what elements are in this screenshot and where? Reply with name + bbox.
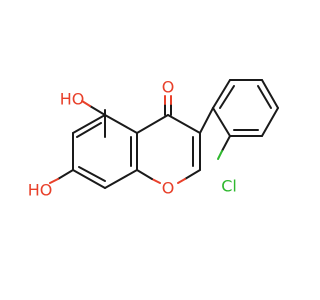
bond-o1-c8a-red bbox=[151, 178, 161, 184]
atom-label-ho-bottom: HO bbox=[28, 181, 53, 200]
carbonyl bbox=[164, 95, 172, 116]
bond-c6p-c1p bbox=[212, 79, 231, 109]
bond-c3p-c4p bbox=[261, 107, 279, 137]
bond-c2-o1 bbox=[184, 169, 201, 180]
bond-c5-c6 bbox=[72, 114, 106, 134]
bond-c6p-c1p-double bbox=[219, 85, 235, 109]
atom-label-carbonyl-o: O bbox=[162, 78, 175, 97]
ring-b bbox=[199, 79, 279, 137]
bond-c7-oh bbox=[57, 169, 74, 180]
bond-c4p-c5p-double bbox=[257, 85, 272, 109]
bond-o1-c8a bbox=[136, 169, 153, 180]
bond-c8-c8a bbox=[104, 169, 138, 189]
bond-c1p-c2p bbox=[212, 107, 231, 137]
bond-c5-oh-o bbox=[81, 100, 91, 107]
bond-c7-c8-double bbox=[78, 166, 106, 182]
bond-c4a-c5-ring bbox=[104, 114, 138, 134]
atom-label-ho-top: HO bbox=[60, 90, 85, 109]
chloro-group bbox=[217, 135, 231, 160]
ring-c bbox=[136, 114, 201, 184]
bond-c5-oh-stem bbox=[89, 105, 106, 116]
hydroxyl-groups bbox=[49, 100, 106, 184]
bond-c4-c3 bbox=[167, 114, 201, 134]
bond-c2p-cl-green bbox=[217, 150, 223, 160]
structure-diagram: HO HO O O Cl bbox=[0, 0, 300, 300]
bond-c2-o1-red bbox=[177, 178, 186, 184]
bond-c5-c6-double bbox=[76, 122, 102, 138]
bond-c4p-c5p bbox=[261, 79, 279, 109]
bond-c4a-c4 bbox=[136, 114, 169, 134]
bond-c3-c1p bbox=[199, 107, 214, 134]
bond-c7-c8 bbox=[72, 169, 106, 189]
bond-c2p-cl bbox=[221, 135, 231, 152]
ring-a bbox=[72, 114, 138, 189]
atom-label-ring-o: O bbox=[162, 179, 175, 198]
background bbox=[0, 0, 300, 300]
atom-label-chlorine: Cl bbox=[221, 177, 237, 196]
bond-c7-oh-o bbox=[49, 178, 59, 184]
